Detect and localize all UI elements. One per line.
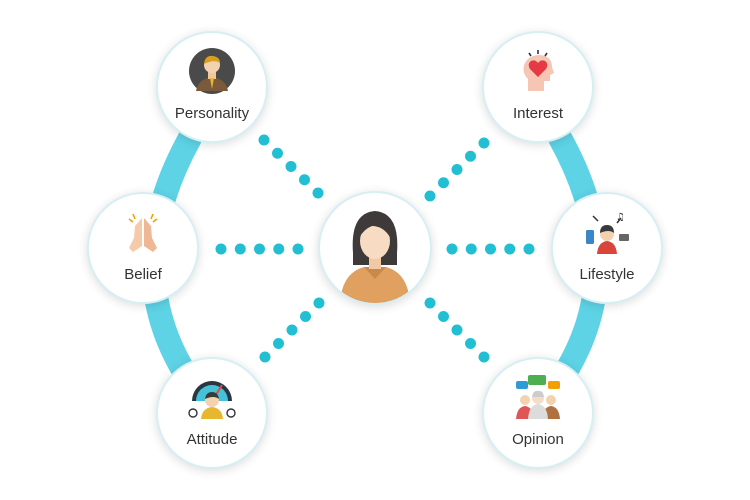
connector-dot: [424, 297, 436, 309]
connector-dot: [292, 243, 304, 255]
connector-dot: [215, 243, 227, 255]
connector-dot: [451, 164, 463, 175]
dots-interest: [424, 137, 490, 202]
connector-dot: [286, 324, 298, 336]
connector-dot: [313, 297, 325, 309]
dots-attitude: [259, 297, 325, 363]
node-label: Interest: [512, 105, 564, 122]
connector-dot: [438, 311, 449, 322]
connector-dot: [234, 243, 246, 255]
connector-dot: [272, 147, 283, 159]
connector-dot: [465, 150, 476, 162]
praying-hands-icon: [119, 208, 167, 256]
connector-dot: [259, 351, 271, 363]
connector-dot: [299, 174, 310, 186]
dots-personality: [258, 134, 324, 199]
connector-dot: [438, 177, 449, 189]
connector-dot: [300, 311, 311, 322]
connector-dot: [424, 190, 436, 202]
node-lifestyle: ♫ Lifestyle: [551, 192, 663, 304]
node-label: Lifestyle: [579, 266, 635, 283]
connector-dot: [478, 137, 490, 149]
connector-dot: [465, 338, 476, 349]
group-discussion-icon: [514, 373, 562, 421]
connector-dot: [465, 243, 477, 255]
connector-dot: [504, 243, 516, 255]
businessman-icon: [188, 47, 236, 95]
node-label: Attitude: [186, 431, 238, 448]
connector-dot: [273, 338, 284, 349]
connector-dot: [446, 243, 458, 255]
dots-belief: [215, 243, 304, 255]
node-opinion: Opinion: [482, 357, 594, 469]
connector-dot: [254, 243, 265, 255]
node-belief: Belief: [87, 192, 199, 304]
center-person-node: [318, 191, 432, 305]
node-attitude: Attitude: [156, 357, 268, 469]
svg-text:♫: ♫: [616, 212, 625, 223]
connected-person-icon: ♫: [583, 208, 631, 256]
gauge-person-icon: [188, 373, 236, 421]
connector-dot: [273, 243, 285, 255]
node-interest: Interest: [482, 31, 594, 143]
node-label: Belief: [124, 266, 162, 283]
node-personality: Personality: [156, 31, 268, 143]
connector-dot: [312, 187, 324, 199]
dots-opinion: [424, 297, 490, 363]
connector-dot: [285, 161, 297, 172]
node-label: Personality: [174, 105, 250, 122]
woman-avatar-icon: [340, 211, 410, 303]
connector-dot: [258, 134, 270, 146]
heart-mind-icon: [514, 47, 562, 95]
connector-dot: [451, 324, 463, 336]
connector-dot: [523, 243, 535, 255]
connector-dot: [485, 243, 496, 255]
node-label: Opinion: [512, 431, 564, 448]
connector-dot: [478, 351, 490, 363]
dots-lifestyle: [446, 243, 535, 255]
dotted-connectors: [215, 134, 535, 363]
